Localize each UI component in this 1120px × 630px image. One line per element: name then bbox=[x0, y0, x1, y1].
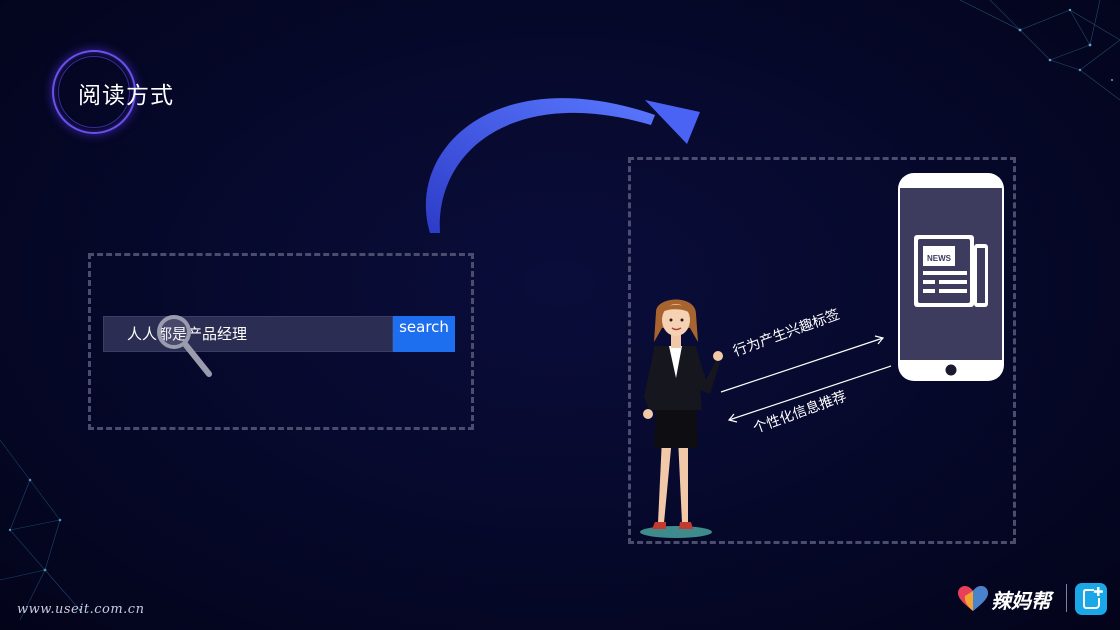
search-frame bbox=[88, 253, 474, 430]
brand-divider bbox=[1066, 584, 1067, 612]
newspaper-icon bbox=[914, 235, 988, 307]
search-button[interactable]: search bbox=[393, 316, 455, 352]
woman-illustration bbox=[640, 299, 723, 538]
search-input[interactable] bbox=[103, 316, 393, 352]
recommendation-frame bbox=[628, 157, 1016, 544]
flow-arrows bbox=[720, 335, 892, 423]
phone-icon: NEWS bbox=[898, 173, 1004, 381]
chat-plus-icon bbox=[1075, 583, 1107, 615]
title-ring-inner-decoration bbox=[58, 56, 130, 128]
network-decoration-top-right bbox=[960, 0, 1120, 101]
footer-url[interactable]: www.useit.com.cn bbox=[17, 602, 145, 617]
page-title: 阅读方式 bbox=[78, 83, 174, 109]
brand-name: 辣妈帮 bbox=[991, 589, 1051, 613]
network-decoration-bottom-left bbox=[0, 439, 82, 621]
title-ring-decoration bbox=[52, 50, 136, 134]
curved-arrow-icon bbox=[425, 98, 700, 233]
news-badge-text: NEWS bbox=[927, 254, 952, 263]
magnifier-icon bbox=[157, 315, 212, 377]
heart-logo-icon bbox=[958, 586, 988, 611]
